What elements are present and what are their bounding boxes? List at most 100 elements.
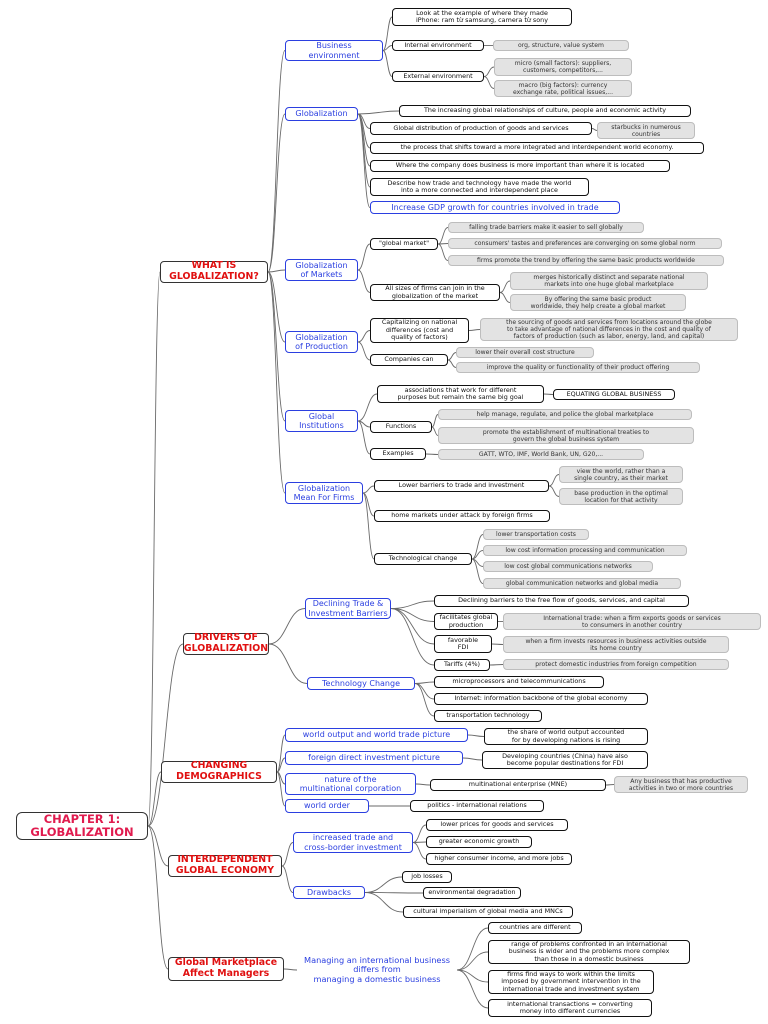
item-lower-barriers[interactable]: Lower barriers to trade and investment [374, 480, 549, 492]
root-topic[interactable]: CHAPTER 1: GLOBALIZATION [16, 812, 148, 840]
item-firms-find-ways[interactable]: firms find ways to work within the limit… [488, 970, 654, 994]
sub-fdi-picture[interactable]: foreign direct investment picture [285, 751, 463, 765]
connector [357, 341, 371, 361]
item-functions[interactable]: Functions [370, 421, 432, 433]
connector [437, 243, 449, 261]
item-range-problems[interactable]: range of problems confronted in an inter… [488, 940, 690, 964]
note-help-manage: help manage, regulate, and police the gl… [438, 409, 692, 420]
item-examples[interactable]: Examples [370, 448, 426, 460]
item-lower-prices[interactable]: lower prices for goods and services [426, 819, 568, 831]
branch-what-is-globalization[interactable]: WHAT IS GLOBALIZATION? [160, 260, 268, 283]
item-env-degradation[interactable]: environmental degradation [423, 887, 521, 899]
item-cultural-imperialism[interactable]: cultural imperialism of global media and… [403, 906, 573, 918]
item-all-sizes[interactable]: All sizes of firms can join in the globa… [370, 284, 500, 301]
note-internal: org, structure, value system [493, 40, 629, 51]
sub-drawbacks[interactable]: Drawbacks [293, 886, 365, 899]
connector [412, 842, 427, 860]
connector [267, 271, 286, 494]
item-describe-trade[interactable]: Describe how trade and technology have m… [370, 178, 589, 196]
note-view-world: view the world, rather than a single cou… [559, 466, 683, 483]
item-politics[interactable]: politics - international relations [410, 800, 544, 812]
item-global-distribution[interactable]: Global distribution of production of goo… [370, 122, 592, 135]
branch-changing-demographics[interactable]: CHANGING DEMOGRAPHICS [161, 760, 277, 783]
item-companies-can[interactable]: Companies can [370, 354, 448, 366]
sub-technology-change[interactable]: Technology Change [307, 677, 415, 690]
item-transport-tech[interactable]: transportation technology [434, 710, 542, 722]
item-mne[interactable]: multinational enterprise (MNE) [430, 779, 606, 791]
item-where-company[interactable]: Where the company does business is more … [370, 160, 670, 172]
item-associations[interactable]: associations that work for different pur… [377, 385, 544, 403]
sub-managing-intl[interactable]: Managing an international business diffe… [304, 954, 450, 984]
item-facilitates[interactable]: facilitates global production [434, 613, 498, 630]
item-increase-gdp[interactable]: Increase GDP growth for countries involv… [370, 201, 620, 214]
sub-increased-trade[interactable]: increased trade and cross-border investm… [293, 832, 413, 853]
sub-global-institutions[interactable]: Global Institutions [285, 410, 358, 432]
item-equating[interactable]: EQUATING GLOBAL BUSINESS [553, 389, 675, 400]
connector [276, 771, 286, 807]
connector [281, 842, 294, 867]
sub-business-environment[interactable]: Business environment [285, 40, 383, 61]
branch-global-marketplace[interactable]: Global Marketplace Affect Managers [168, 957, 284, 981]
connector [382, 16, 393, 51]
item-internal-env[interactable]: Internal environment [392, 40, 484, 51]
item-job-losses[interactable]: job losses [402, 871, 452, 883]
sub-world-output[interactable]: world output and world trade picture [285, 728, 468, 742]
connector [357, 243, 371, 271]
connector [456, 951, 489, 971]
connector [357, 269, 371, 293]
branch-drivers-of-globalization[interactable]: DRIVERS OF GLOBALIZATION [183, 632, 269, 655]
connector [362, 485, 375, 494]
sub-globalization-firms[interactable]: Globalization Mean For Firms [285, 482, 363, 504]
note-low-info: low cost information processing and comm… [483, 545, 687, 556]
item-greater-growth[interactable]: greater economic growth [426, 836, 532, 848]
item-increasing-relationships[interactable]: The increasing global relationships of c… [399, 105, 691, 117]
item-tariffs[interactable]: Tariffs (4%) [434, 659, 490, 671]
note-improve: improve the quality or functionality of … [456, 362, 700, 373]
branch-interdependent-economy[interactable]: INTERDEPENDENT GLOBAL ECONOMY [168, 854, 282, 877]
note-macro: macro (big factors): currency exchange r… [494, 80, 632, 97]
note-global-comm-media: global communication networks and global… [483, 578, 681, 589]
item-technological-change[interactable]: Technological change [374, 553, 472, 565]
sub-globalization[interactable]: Globalization [285, 107, 358, 121]
item-higher-income[interactable]: higher consumer income, and more jobs [426, 853, 572, 865]
item-countries-different[interactable]: countries are different [488, 922, 582, 934]
connector [147, 643, 184, 827]
item-favorable-fdi[interactable]: favorable FDI [434, 635, 492, 653]
item-home-markets[interactable]: home markets under attack by foreign fir… [374, 510, 550, 522]
connector [425, 453, 439, 455]
connector [489, 664, 504, 666]
connector [357, 113, 371, 208]
note-low-global-comm: low cost global communications networks [483, 561, 653, 572]
connector [414, 683, 435, 700]
item-declining-barriers[interactable]: Declining barriers to the free flow of g… [434, 595, 689, 607]
sub-globalization-markets[interactable]: Globalization of Markets [285, 259, 358, 281]
item-developing-countries[interactable]: Developing countries (China) have also b… [482, 751, 648, 769]
sub-globalization-production[interactable]: Globalization of Production [285, 331, 358, 353]
item-process-shift[interactable]: the process that shifts toward a more in… [370, 142, 704, 154]
connector [267, 269, 286, 273]
note-starbucks: starbucks in numerous countries [597, 122, 695, 139]
connector [268, 643, 308, 684]
connector [456, 927, 489, 971]
connector [362, 492, 375, 560]
item-global-market[interactable]: "global market" [370, 238, 438, 250]
connector [390, 608, 435, 666]
note-protect: protect domestic industries from foreign… [503, 659, 729, 670]
item-intl-transactions[interactable]: international transactions = converting … [488, 999, 652, 1017]
item-capitalizing[interactable]: Capitalizing on national differences (co… [370, 318, 469, 343]
item-external-env[interactable]: External environment [392, 71, 484, 82]
connector [467, 734, 485, 737]
sub-world-order[interactable]: world order [285, 799, 369, 813]
item-share-output[interactable]: the share of world output accounted for … [484, 728, 648, 745]
connector [447, 359, 457, 368]
note-offering: By offering the same basic product world… [510, 294, 686, 311]
item-internet[interactable]: Internet: information backbone of the gl… [434, 693, 648, 705]
sub-declining-barriers[interactable]: Declining Trade & Investment Barriers [305, 598, 391, 619]
item-look-example[interactable]: Look at the example of where they made i… [392, 8, 572, 26]
item-microprocessors[interactable]: microprocessors and telecommunications [434, 676, 604, 688]
sub-nature-mnc[interactable]: nature of the multinational corporation [285, 773, 416, 795]
connector [283, 968, 298, 971]
connector [605, 784, 615, 786]
note-fdi-definition: when a firm invests resources in busines… [503, 636, 729, 653]
